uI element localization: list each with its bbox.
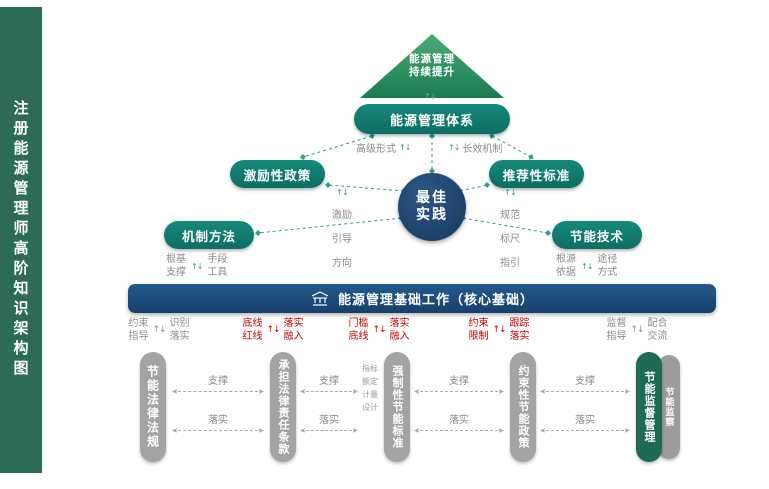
system-box-label: 能源管理体系 — [389, 113, 474, 129]
system-sub-left: 高级形式 ↑↓ — [356, 143, 411, 155]
up-down-arrows-icon: ↑↓ — [191, 261, 203, 271]
box-energy-saving-technology: 节能技术 — [552, 221, 642, 249]
mechanism-footnote: 根基支撑 ↑↓ 手段工具 — [166, 254, 228, 278]
up-down-arrows-icon: ↑↓ — [504, 188, 516, 197]
pillar-energy-laws: 节能法律法规 — [140, 352, 166, 462]
up-down-arrows-icon: ↑↓ — [630, 324, 644, 335]
double-headed-dashed-arrow: ◀▶ — [172, 388, 264, 395]
foundation-bar: 能源管理基础工作（核心基础） — [128, 284, 716, 313]
pillar-energy-inspection: 节能监察 — [658, 355, 680, 459]
box-incentive-policy: 激励性政策 — [230, 160, 325, 188]
double-headed-dashed-arrow: ◀▶ — [300, 388, 358, 395]
box-recommended-standards: 推荐性标准 — [489, 160, 584, 188]
double-headed-dashed-arrow: ◀▶ — [300, 427, 358, 434]
bridge-label-group: 底线红线 ↑↓ 落实融入 — [242, 318, 304, 342]
mandatory-standards-notes: 指标 额定 计量 设计 — [362, 364, 378, 412]
pyramid-label: 能源管理 持续提升 — [360, 53, 504, 79]
bridge-label-group: 门槛底线 ↑↓ 落实融入 — [348, 318, 410, 342]
up-down-arrows-icon: ↑↓ — [492, 324, 506, 335]
pillar-mandatory-standards: 强制性节能标准 — [384, 352, 410, 462]
system-box: 能源管理体系 — [354, 104, 510, 134]
support-implement-connector: 支撑 ◀▶ 落实 ◀▶ — [172, 376, 264, 434]
bridge-label-group: 约束限制 ↑↓ 跟踪落实 — [468, 318, 530, 342]
building-icon — [311, 290, 329, 306]
pillar-legal-liability: 承担法律责任条款 — [270, 352, 296, 462]
support-implement-connector: 支撑 ◀▶ 落实 ◀▶ — [300, 376, 358, 434]
up-down-arrows-icon: ↑↓ — [372, 324, 386, 335]
up-down-arrows-icon: ↑↓ — [336, 188, 348, 197]
up-down-arrows-icon: ↑↓ — [266, 324, 280, 335]
pillar-supervision-management: 节能监督管理 — [636, 352, 662, 462]
bridge-label-group: 约束指导 ↑↓ 识别落实 — [128, 318, 190, 342]
up-down-arrows-icon: ↑↓ — [581, 261, 593, 271]
foundation-bar-label: 能源管理基础工作（核心基础） — [337, 293, 534, 308]
technology-footnote: 根源依据 ↑↓ 途径方式 — [556, 254, 618, 278]
up-down-arrows-icon: ↑↓ — [448, 143, 460, 152]
pyramid-label-line1: 能源管理 — [409, 53, 455, 65]
pyramid-label-line2: 持续提升 — [409, 66, 455, 78]
circle-right-keywords: ↑↓ 规范 标尺 指引 — [500, 188, 520, 269]
double-headed-dashed-arrow: ◀▶ — [172, 427, 264, 434]
sidebar-title-bar: 注册能源管理师高阶知识架构图 — [0, 7, 42, 473]
double-headed-dashed-arrow: ◀▶ — [414, 388, 504, 395]
double-headed-dashed-arrow: ◀▶ — [540, 427, 630, 434]
bridge-label-group: 监督指导 ↑↓ 配合交流 — [606, 318, 668, 342]
box-mechanism-methods: 机制方法 — [164, 221, 254, 249]
circle-left-keywords: ↑↓ 激励 引导 方向 — [332, 188, 352, 269]
diagram-title: 注册能源管理师高阶知识架构图 — [11, 100, 30, 380]
double-headed-dashed-arrow: ◀▶ — [414, 427, 504, 434]
best-practice-circle: 最佳 实践 — [398, 173, 466, 241]
support-implement-connector: 支撑 ◀▶ 落实 ◀▶ — [414, 376, 504, 434]
up-down-arrows-icon: ↑↓ — [152, 324, 166, 335]
support-implement-connector: 支撑 ◀▶ 落实 ◀▶ — [540, 376, 630, 434]
up-down-arrows-icon: ↑↓ — [399, 143, 411, 152]
double-headed-dashed-arrow: ◀▶ — [540, 388, 630, 395]
system-sub-right: ↑↓ 长效机制 — [448, 143, 503, 155]
pillar-binding-policies: 约束性节能政策 — [510, 352, 536, 462]
up-down-arrows-icon: ↑↓ — [424, 92, 436, 101]
